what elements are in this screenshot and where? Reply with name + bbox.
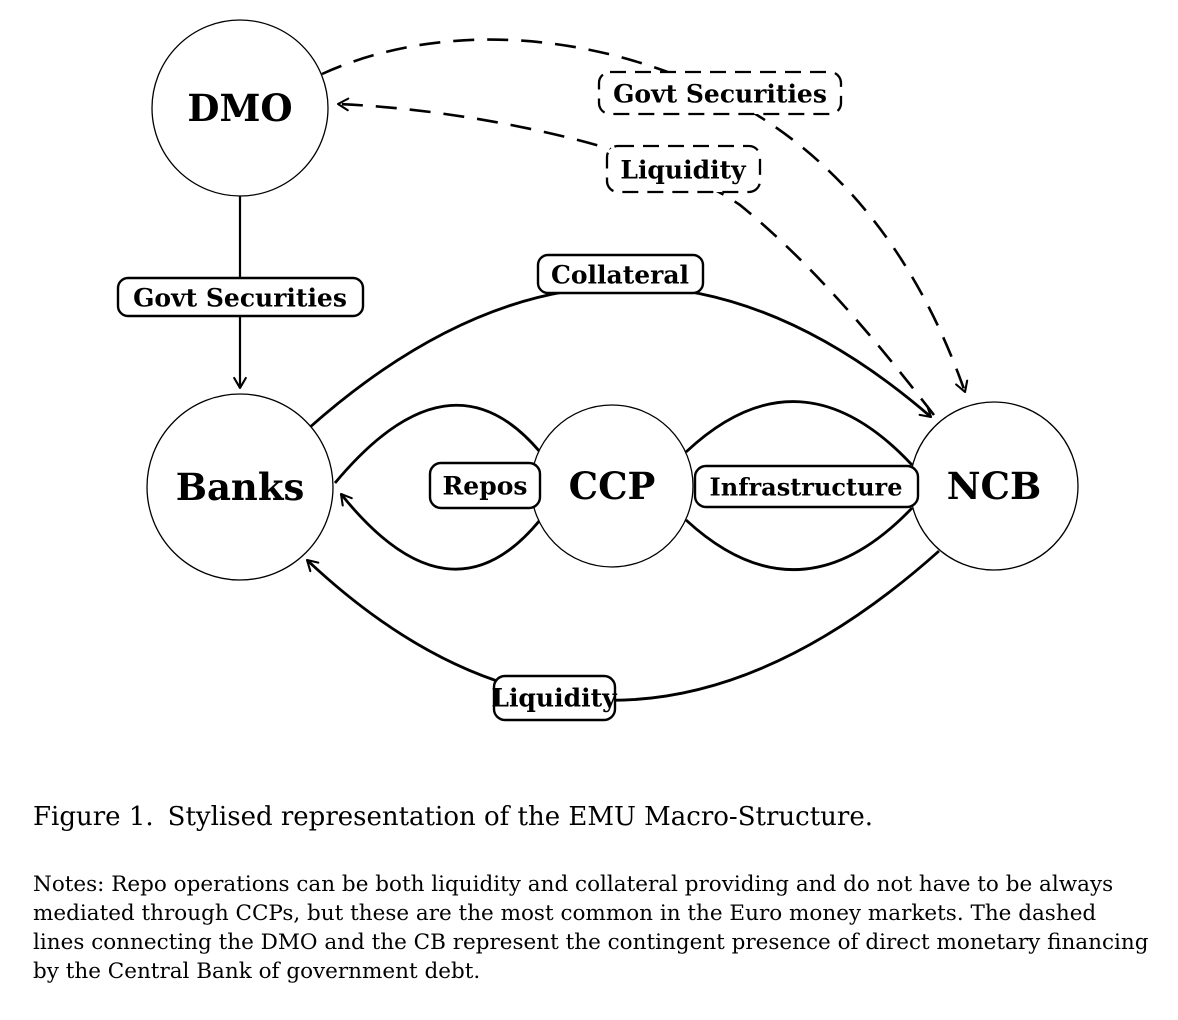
label-govt-securities-dashed: Govt Securities xyxy=(613,80,827,109)
label-box-liquidity-dashed xyxy=(605,144,762,194)
label-box-govt-securities-dashed xyxy=(597,70,843,116)
label-govt-securities-solid: Govt Securities xyxy=(133,284,347,313)
node-dmo-label: DMO xyxy=(187,86,292,130)
label-liquidity-dashed: Liquidity xyxy=(620,156,747,185)
label-liquidity-solid: Liquidity xyxy=(491,684,618,713)
label-box-repos xyxy=(428,461,542,510)
label-repos: Repos xyxy=(443,472,528,501)
edge-repos-lower xyxy=(339,492,542,571)
label-collateral: Collateral xyxy=(551,261,689,290)
label-box-infrastructure xyxy=(693,464,920,509)
label-box-collateral xyxy=(536,253,705,295)
edge-repos-upper xyxy=(333,404,542,484)
node-dmo-circle xyxy=(151,19,329,197)
figure-caption-text: Stylised representation of the EMU Macro… xyxy=(167,802,873,832)
edge-infrastructure-lower xyxy=(685,507,914,572)
node-ccp-label: CCP xyxy=(569,464,656,508)
node-banks-label: Banks xyxy=(176,465,305,509)
node-banks-circle xyxy=(146,393,334,581)
label-box-liquidity-solid xyxy=(492,674,617,722)
edge-liquidity-solid xyxy=(305,549,940,702)
figure-notes: Notes: Repo operations can be both liqui… xyxy=(33,872,1149,984)
emu-macro-structure-diagram: DMO Banks CCP NCB Govt Securities Collat… xyxy=(116,19,1079,722)
label-box-govt-securities-solid xyxy=(116,276,365,318)
edge-infrastructure-upper xyxy=(685,400,914,466)
node-ncb-label: NCB xyxy=(947,464,1042,508)
figure-caption: Figure 1. Stylised representation of the … xyxy=(33,802,873,832)
label-infrastructure: Infrastructure xyxy=(710,473,903,502)
figure-caption-number: Figure 1. xyxy=(33,802,154,832)
